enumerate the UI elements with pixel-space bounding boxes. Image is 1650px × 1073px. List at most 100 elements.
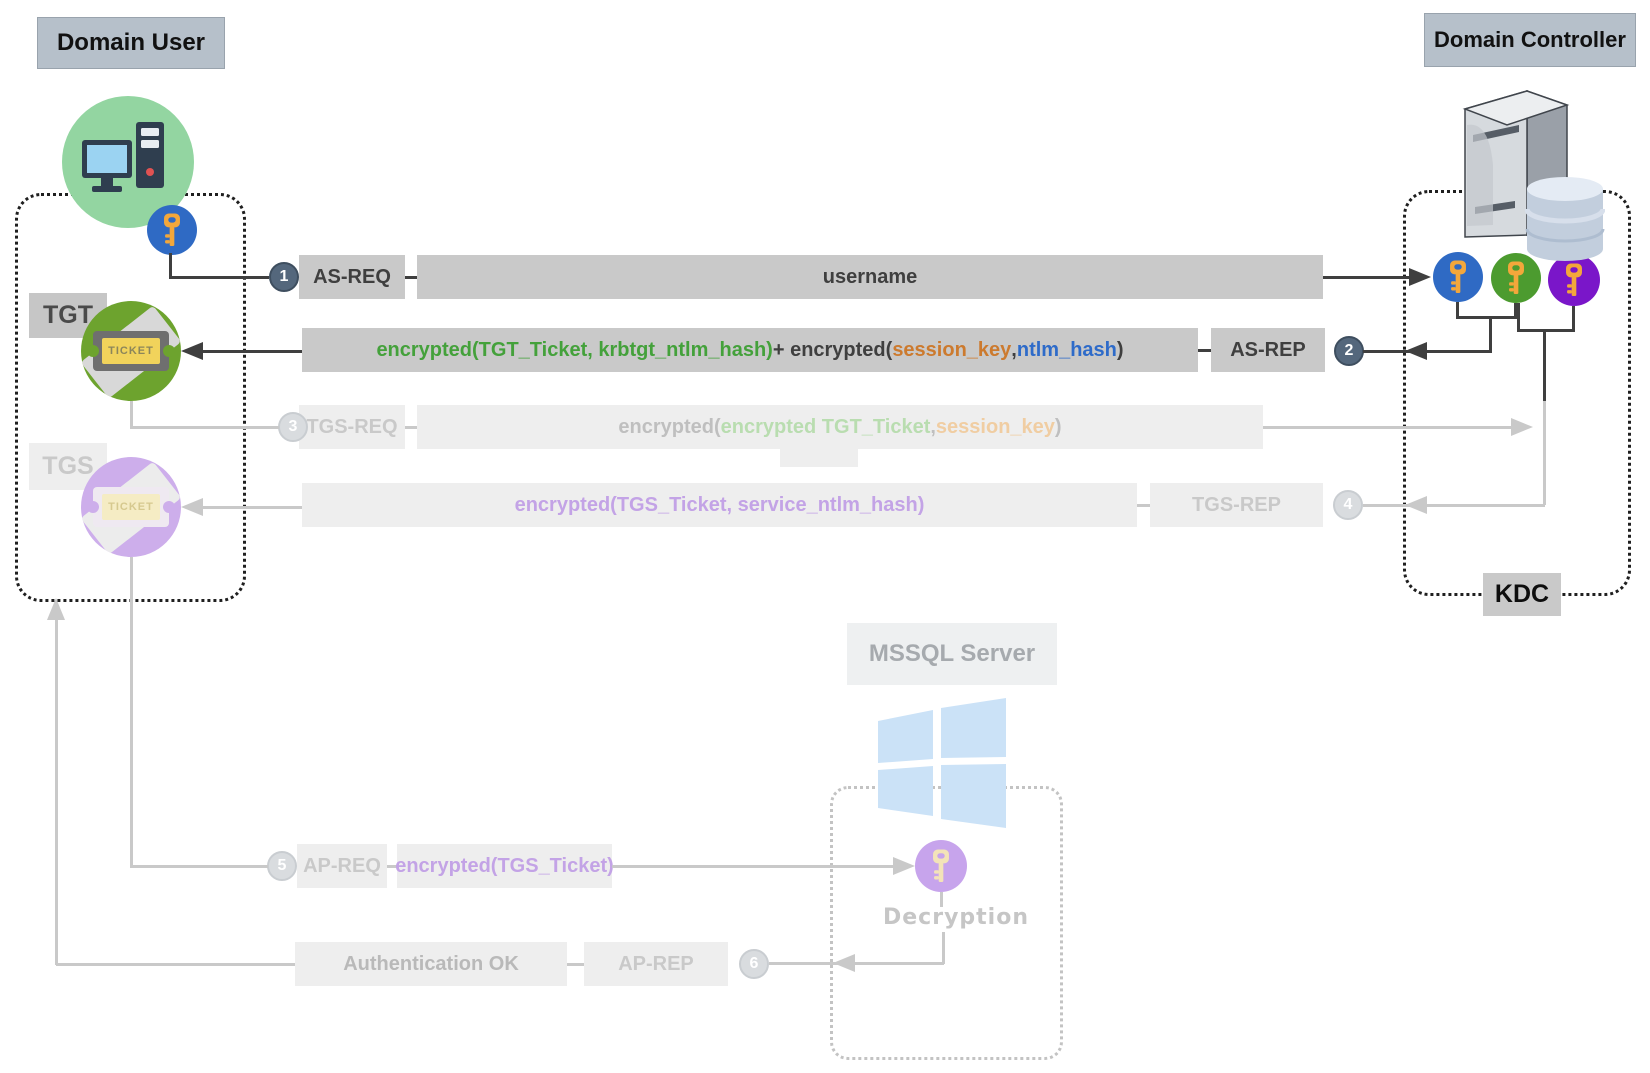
arrowhead-right	[1511, 418, 1533, 436]
key-icon	[1445, 260, 1471, 294]
decryption-label-text: Decryption	[883, 905, 1029, 930]
user-key-circle	[147, 205, 197, 255]
decryption-label: Decryption	[881, 905, 1031, 930]
key-icon	[928, 849, 954, 883]
arrowhead-left	[1405, 342, 1427, 360]
dc-key-blue-circle	[1433, 252, 1483, 302]
flow-line	[129, 401, 133, 428]
tgs-rep-label-text: TGS-REP	[1192, 493, 1281, 516]
message-segment: ntlm_hash	[1016, 338, 1117, 361]
flow-line	[169, 275, 269, 279]
message-segment: )	[1054, 415, 1062, 438]
domain-user-label: Domain User	[37, 17, 225, 69]
ap-rep-label: AP-REP	[584, 942, 728, 986]
flow-line	[1456, 316, 1517, 319]
connector	[405, 275, 417, 279]
flow-line	[129, 557, 133, 867]
tgs-rep-message: encrypted(TGS_Ticket, service_ntlm_hash)	[302, 483, 1137, 527]
flow-line	[1543, 401, 1546, 505]
key-icon	[1503, 261, 1529, 295]
tgs-req-label: TGS-REQ	[299, 405, 405, 449]
windows-logo-icon	[878, 698, 1006, 828]
step-6-badge: 6	[739, 949, 769, 979]
ticket-notch	[163, 345, 175, 357]
flow-line	[56, 962, 295, 966]
as-req-message: username	[417, 255, 1323, 299]
flow-line	[1514, 303, 1517, 319]
tgt-label-text: TGT	[43, 301, 93, 329]
auth-ok-message: Authentication OK	[295, 942, 567, 986]
arrowhead-right	[1409, 268, 1431, 286]
message-segment: session_key	[935, 415, 1055, 438]
message-segment: encrypted(TGT_Ticket, krbtgt_ntlm_hash)	[376, 338, 773, 361]
dc-key-purple-circle	[1548, 254, 1600, 306]
message-segment: session_key	[892, 338, 1012, 361]
dc-key-green-circle	[1491, 253, 1541, 303]
as-rep-label-text: AS-REP	[1230, 338, 1306, 361]
step-3-badge: 3	[278, 412, 308, 442]
tgs-ticket-word: TICKET	[108, 501, 154, 513]
flow-line	[1363, 349, 1492, 353]
step-1-number: 1	[279, 268, 289, 285]
kdc-label: KDC	[1483, 573, 1561, 616]
message-segment: encrypted(TGS_Ticket, service_ntlm_hash)	[514, 493, 925, 516]
message-segment: ,	[930, 415, 936, 438]
arrowhead-left	[833, 954, 855, 972]
tgs-rep-label: TGS-REP	[1150, 483, 1323, 527]
flow-line	[203, 505, 302, 509]
message-segment: )	[1116, 338, 1124, 361]
domain-user-label-text: Domain User	[56, 29, 206, 56]
message-segment: + encrypted(	[772, 338, 893, 361]
domain-controller-label: Domain Controller	[1424, 13, 1636, 67]
connector	[1198, 348, 1211, 352]
as-req-label-text: AS-REQ	[313, 265, 391, 288]
flow-line	[1263, 425, 1511, 429]
step-4-badge: 4	[1333, 490, 1363, 520]
flow-line	[1517, 303, 1520, 332]
step-2-number: 2	[1344, 342, 1354, 359]
decryption-key-circle	[915, 840, 967, 892]
step-5-number: 5	[277, 857, 287, 874]
tgs-ticket-circle: TICKET	[81, 457, 181, 557]
tgs-label-text: TGS	[42, 452, 94, 480]
step-1-badge: 1	[269, 262, 299, 292]
mssql-server-label: MSSQL Server	[847, 623, 1057, 685]
flow-line	[941, 932, 945, 964]
connector	[387, 864, 397, 868]
ticket-notch	[87, 501, 99, 513]
as-rep-message: encrypted(TGT_Ticket, krbtgt_ntlm_hash) …	[302, 328, 1198, 372]
domain-controller-label-text: Domain Controller	[1434, 27, 1626, 52]
message-segment: encrypted(	[618, 415, 721, 438]
flow-line	[54, 608, 58, 965]
flow-line	[169, 253, 172, 277]
message-segment: encrypted TGT_Ticket	[720, 415, 931, 438]
connector-tab	[780, 447, 858, 467]
computer-icon	[82, 122, 164, 192]
arrowhead-left	[1405, 496, 1427, 514]
flow-line	[1456, 302, 1459, 319]
step-6-number: 6	[749, 955, 759, 972]
database-icon	[1525, 177, 1605, 261]
step-4-number: 4	[1343, 496, 1353, 513]
flow-line	[1363, 503, 1545, 507]
message-segment: ,	[1011, 338, 1017, 361]
arrowhead-left	[181, 342, 203, 360]
flow-line	[1323, 275, 1411, 279]
step-3-number: 3	[288, 418, 298, 435]
as-rep-label: AS-REP	[1211, 328, 1325, 372]
connector	[405, 425, 417, 429]
ap-req-message: encrypted(TGS_Ticket)	[395, 844, 614, 888]
message-segment: Authentication OK	[343, 952, 519, 975]
ticket-text: TICKET	[102, 494, 160, 520]
arrowhead-right	[893, 857, 915, 875]
ticket-text: TICKET	[102, 338, 160, 364]
kdc-label-text: KDC	[1494, 580, 1550, 608]
flow-line	[129, 864, 268, 868]
as-req-label: AS-REQ	[299, 255, 405, 299]
flow-line	[612, 864, 895, 868]
ap-req-label: AP-REQ	[297, 844, 387, 888]
tgt-ticket-word: TICKET	[108, 345, 154, 357]
flow-line	[129, 425, 279, 429]
flow-line	[1572, 306, 1575, 332]
ticket-notch	[87, 345, 99, 357]
